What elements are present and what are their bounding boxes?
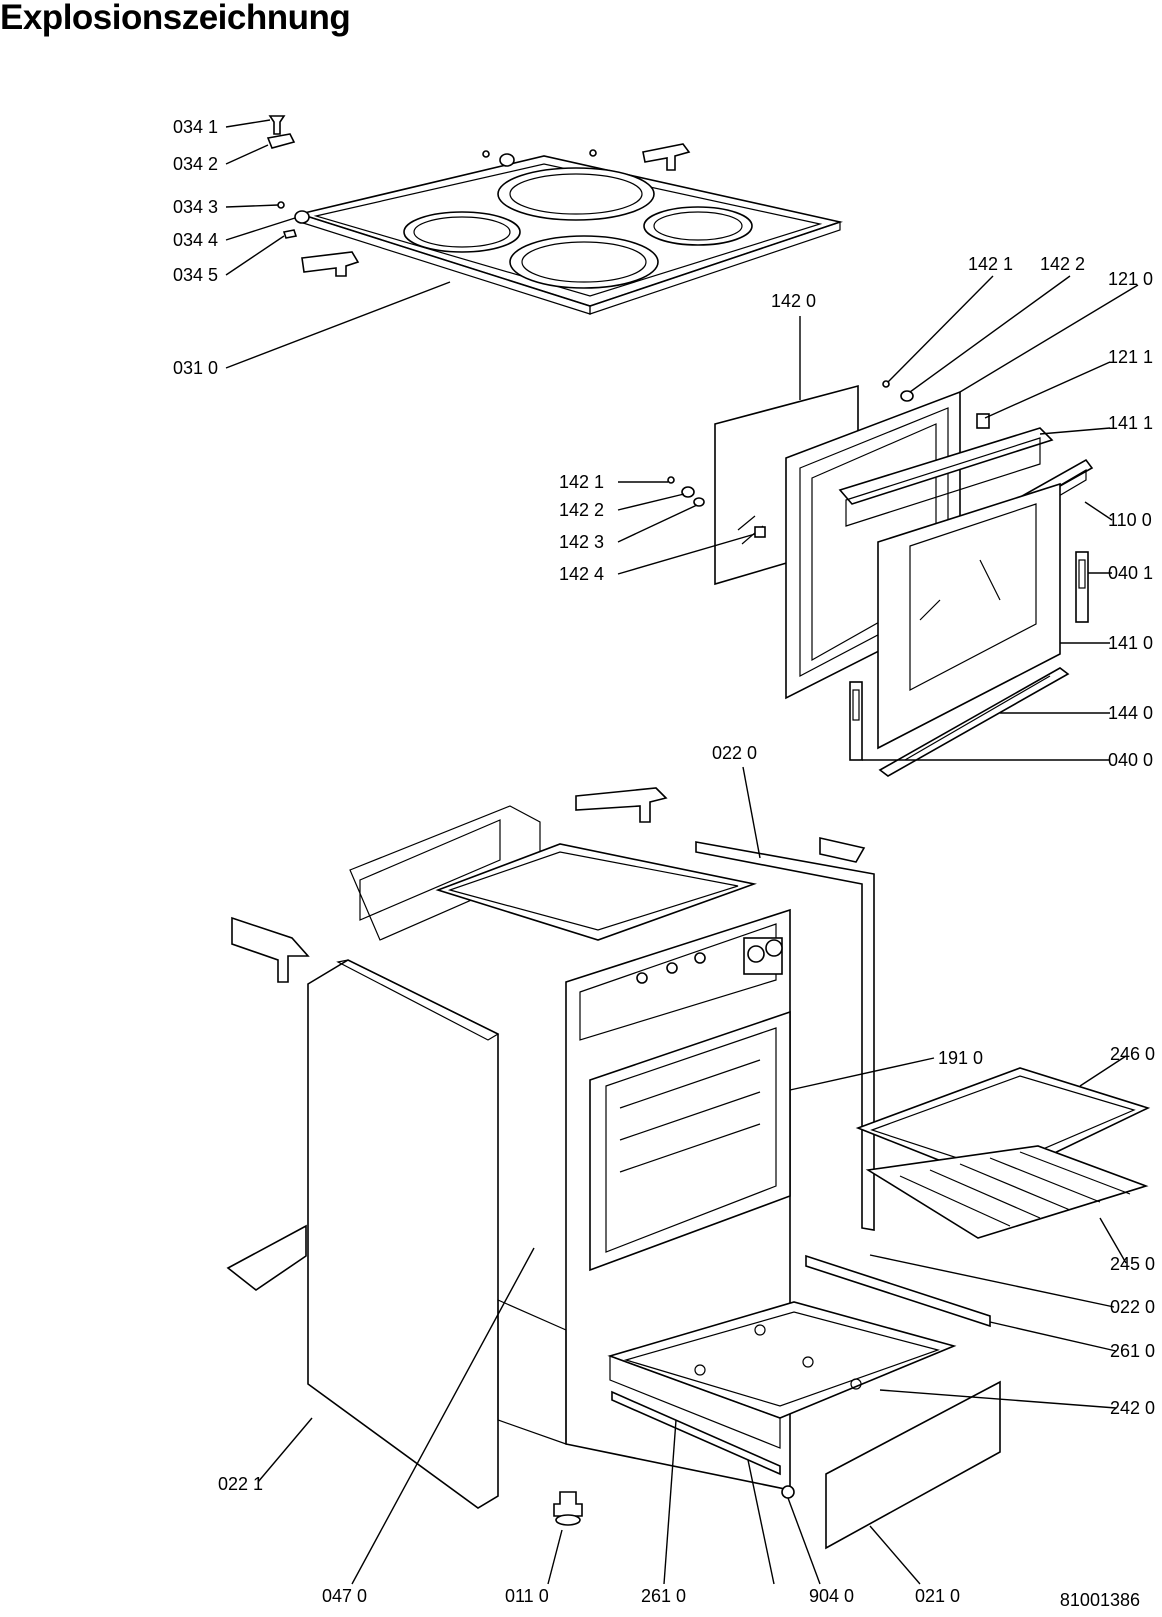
label-047-0: 047 0 [322, 1586, 367, 1606]
label-121-1: 121 1 [1108, 347, 1153, 367]
label-034-2: 034 2 [173, 154, 218, 174]
document-number: 81001386 [1059, 1590, 1140, 1610]
label-245-0: 245 0 [1110, 1254, 1155, 1274]
label-141-0: 141 0 [1108, 633, 1153, 653]
label-246-0: 246 0 [1110, 1044, 1155, 1064]
page-title: Explosionszeichnung [0, 0, 351, 37]
label-141-1: 141 1 [1108, 413, 1153, 433]
label-142-0-top: 142 0 [771, 291, 816, 311]
label-011-0: 011 0 [505, 1586, 549, 1606]
label-034-5: 034 5 [173, 265, 218, 285]
label-142-2-top: 142 2 [1040, 254, 1085, 274]
label-261-0-bottom: 261 0 [641, 1586, 686, 1606]
label-142-1-top: 142 1 [968, 254, 1013, 274]
label-040-0: 040 0 [1108, 750, 1153, 770]
label-242-0: 242 0 [1110, 1398, 1155, 1418]
label-142-1: 142 1 [559, 472, 604, 492]
label-121-0: 121 0 [1108, 269, 1153, 289]
label-031-0: 031 0 [173, 358, 218, 378]
label-142-2: 142 2 [559, 500, 604, 520]
label-022-1: 022 1 [218, 1474, 263, 1494]
leader-lines [225, 119, 1139, 1585]
accessories [553, 1067, 1151, 1550]
part-labels: 034 1 034 2 034 3 034 4 034 5 031 0 142 … [173, 117, 1155, 1606]
label-021-0: 021 0 [915, 1586, 960, 1606]
label-034-3: 034 3 [173, 197, 218, 217]
label-142-3: 142 3 [559, 532, 604, 552]
label-034-4: 034 4 [173, 230, 218, 250]
label-144-0: 144 0 [1108, 703, 1153, 723]
door-assembly [667, 380, 1094, 777]
label-142-4: 142 4 [559, 564, 604, 584]
label-022-0-top: 022 0 [712, 743, 757, 763]
label-904-0: 904 0 [809, 1586, 854, 1606]
label-191-0: 191 0 [938, 1048, 983, 1068]
label-022-0: 022 0 [1110, 1297, 1155, 1317]
label-261-0-right: 261 0 [1110, 1341, 1155, 1361]
hob-fixings [266, 115, 691, 277]
label-110-0: 110 0 [1108, 510, 1152, 530]
label-040-1: 040 1 [1108, 563, 1153, 583]
label-034-1: 034 1 [173, 117, 218, 137]
cooktop-part [297, 155, 843, 315]
